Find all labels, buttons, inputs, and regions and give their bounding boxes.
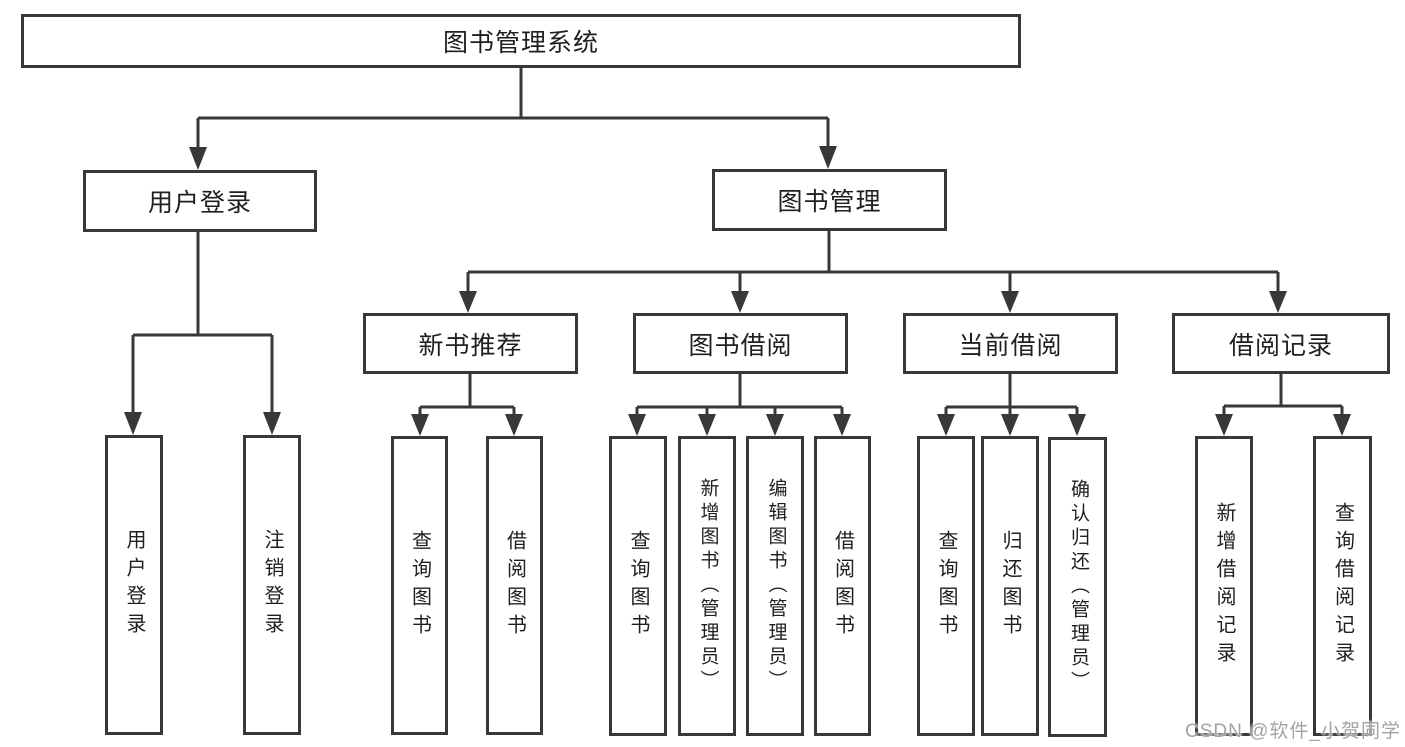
- leaf-label: 注销登录: [261, 529, 283, 641]
- connector-records-to-leaves: [1222, 374, 1344, 416]
- leaf-add-borrow-record: 新增借阅记录: [1195, 436, 1253, 736]
- connector-borrow-to-leaves: [635, 374, 844, 416]
- node-book-management: 图书管理: [712, 169, 947, 231]
- leaf-label: 查询图书: [408, 529, 431, 642]
- leaf-query-books-borrow: 查询图书: [609, 436, 667, 736]
- leaf-query-books-current: 查询图书: [917, 436, 975, 736]
- leaf-query-borrow-record: 查询借阅记录: [1313, 436, 1372, 736]
- leaf-add-book-admin: 新增图书（管理员）: [678, 436, 736, 736]
- leaf-confirm-return-admin: 确认归还（管理员）: [1048, 437, 1107, 737]
- node-library-system: 图书管理系统: [21, 14, 1021, 68]
- leaf-label: 查询图书: [935, 530, 957, 642]
- node-user-login: 用户登录: [83, 170, 317, 232]
- node-label: 图书借阅: [688, 331, 793, 360]
- node-new-book-recommend: 新书推荐: [363, 313, 578, 374]
- connector-login-to-leaves: [131, 232, 274, 414]
- connector-root-to-level2: [196, 68, 830, 149]
- node-label: 用户登录: [147, 189, 252, 217]
- arrowhead-icon: [124, 146, 1351, 436]
- connector-current-to-leaves: [944, 374, 1079, 416]
- leaf-return-book: 归还图书: [981, 436, 1039, 736]
- leaf-query-books-recommend: 查询图书: [391, 436, 448, 735]
- csdn-watermark: CSDN @软件_小贺同学: [1185, 721, 1401, 742]
- leaf-label: 借阅图书: [831, 530, 854, 642]
- node-current-borrow: 当前借阅: [903, 313, 1118, 374]
- node-book-borrow: 图书借阅: [633, 313, 848, 374]
- leaf-label: 归还图书: [999, 530, 1021, 642]
- node-label: 借阅记录: [1228, 331, 1333, 360]
- leaf-label: 借阅图书: [503, 529, 526, 642]
- leaf-user-login: 用户登录: [105, 435, 163, 735]
- connector-mgmt-to-level3: [466, 231, 1280, 293]
- leaf-label: 新增借阅记录: [1213, 502, 1235, 670]
- node-label: 图书管理: [777, 188, 882, 216]
- node-label: 图书管理系统: [442, 29, 599, 57]
- node-label: 新书推荐: [418, 331, 523, 360]
- leaf-borrow-books-borrow: 借阅图书: [814, 436, 871, 736]
- leaf-label: 确认归还（管理员）: [1067, 479, 1089, 695]
- leaf-label: 用户登录: [123, 529, 145, 641]
- leaf-label: 新增图书（管理员）: [697, 478, 719, 694]
- leaf-label: 编辑图书（管理员）: [765, 478, 787, 694]
- node-label: 当前借阅: [958, 331, 1063, 360]
- leaf-borrow-books-recommend: 借阅图书: [486, 436, 543, 735]
- leaf-edit-book-admin: 编辑图书（管理员）: [746, 436, 804, 736]
- leaf-label: 查询借阅记录: [1331, 502, 1354, 670]
- leaf-label: 查询图书: [627, 530, 649, 642]
- connector-recommend-to-leaves: [418, 374, 516, 416]
- leaf-logout: 注销登录: [243, 435, 301, 735]
- node-borrow-records: 借阅记录: [1172, 313, 1390, 374]
